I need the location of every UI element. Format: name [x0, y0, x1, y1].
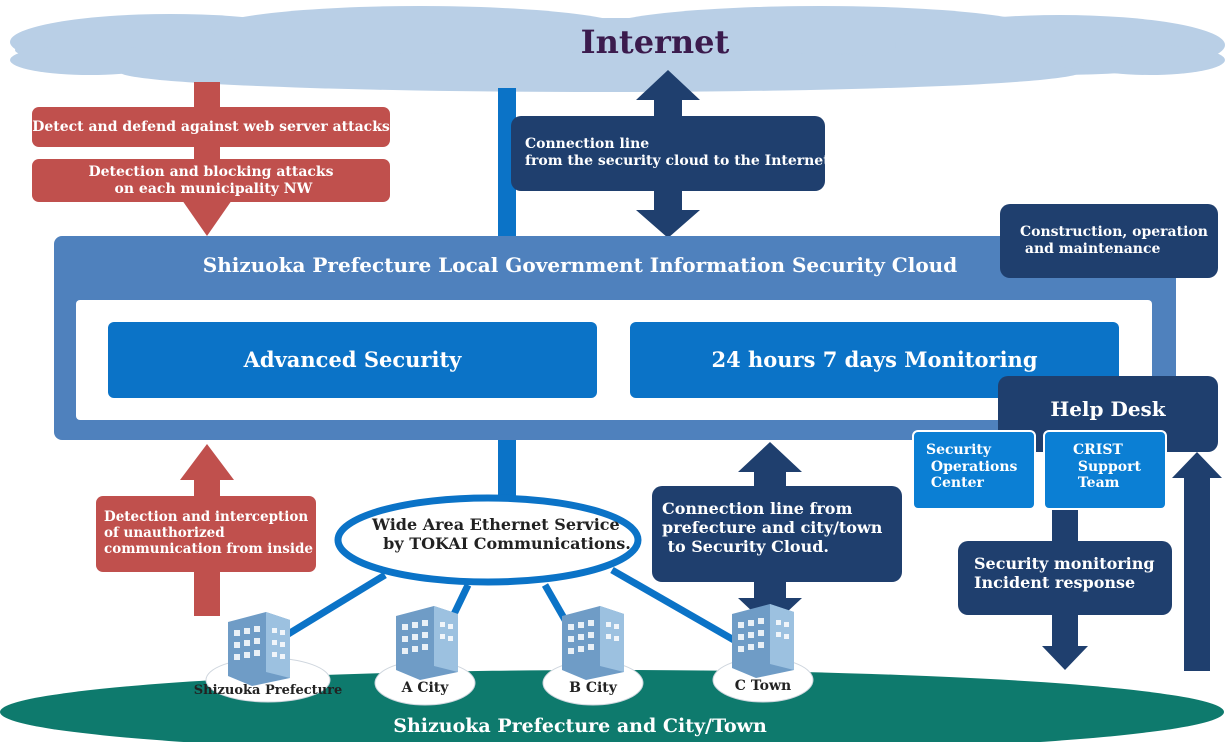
municipality-attack-label: Detection and blocking attacks on each m…	[88, 163, 334, 197]
advanced-security-box: Advanced Security	[108, 322, 597, 398]
soc-box: Security Operations Center	[912, 430, 1036, 510]
construction-box: Construction, operation and maintenance	[1000, 204, 1218, 278]
security-monitoring-label: Security monitoring Incident response	[974, 554, 1155, 592]
municipality-attack-box: Detection and blocking attacks on each m…	[32, 159, 390, 202]
site-label-b-city: B City	[569, 680, 617, 696]
site-label-c-town: C Town	[734, 678, 792, 694]
internet-label: Internet	[580, 23, 730, 61]
help-desk-up-arrow	[1172, 452, 1222, 671]
interception-box: Detection and interception of unauthoriz…	[96, 496, 316, 572]
building-icon	[396, 606, 458, 680]
ethernet-ellipse	[334, 494, 642, 586]
internet-connection-box: Connection line from the security cloud …	[511, 116, 830, 191]
security-monitoring-box: Security monitoring Incident response	[958, 541, 1172, 615]
ground-label: Shizuoka Prefecture and City/Town	[393, 715, 767, 737]
internet-connection-label: Connection line from the security cloud …	[525, 136, 830, 169]
construction-label: Construction, operation and maintenance	[1020, 224, 1208, 257]
ethernet-label: Wide Area Ethernet Service by TOKAI Comm…	[372, 515, 631, 553]
building-icon	[732, 604, 794, 678]
advanced-security-label: Advanced Security	[243, 346, 462, 372]
crist-label: CRIST Support Team	[1073, 442, 1141, 492]
site-label-a-city: A City	[401, 680, 449, 696]
monitoring-label: 24 hours 7 days Monitoring	[711, 346, 1038, 372]
help-desk-title: Help Desk	[1050, 397, 1166, 421]
crist-box: CRIST Support Team	[1043, 430, 1167, 510]
soc-label: Security Operations Center	[926, 442, 1018, 492]
prefecture-connection-box: Connection line from prefecture and city…	[652, 486, 902, 582]
site-label-prefecture: Shizuoka Prefecture	[193, 683, 343, 698]
prefecture-connection-label: Connection line from prefecture and city…	[662, 499, 883, 556]
interception-label: Detection and interception of unauthoriz…	[104, 509, 314, 557]
ethernet-link-line	[498, 438, 516, 498]
building-icon	[562, 606, 624, 680]
security-cloud-title: Shizuoka Prefecture Local Government Inf…	[202, 253, 958, 277]
web-attack-box: Detect and defend against web server att…	[32, 107, 390, 147]
internet-cloud	[10, 6, 1225, 92]
web-attack-label: Detect and defend against web server att…	[32, 118, 390, 135]
building-icon	[228, 612, 290, 686]
